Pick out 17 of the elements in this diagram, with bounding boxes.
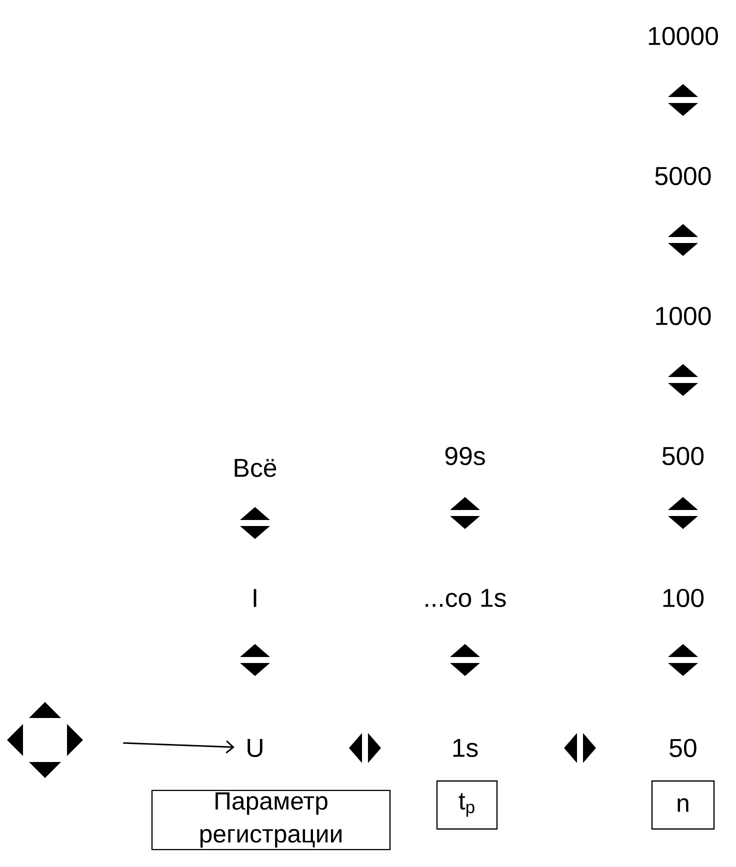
setting-value: U <box>248 738 262 758</box>
parameter-box: n <box>651 780 715 830</box>
navigation-buttons-drawing <box>7 702 83 778</box>
setting-value: Всё <box>234 458 276 478</box>
setting-value: 10000 <box>648 26 718 46</box>
setting-value: 100 <box>663 588 704 608</box>
setting-value: 1000 <box>656 306 711 326</box>
setting-value: I <box>254 589 256 607</box>
setting-value: ...co 1s <box>426 588 506 608</box>
setting-value: 50 <box>670 738 696 758</box>
parameter-box: t$_{p}$ <box>436 780 498 830</box>
parameter-box: Параметр регистрации <box>151 790 391 850</box>
setting-value: 5000 <box>655 166 711 186</box>
setting-value: 500 <box>662 446 704 466</box>
setting-value: 99s <box>445 446 485 466</box>
setting-value: 1s <box>453 738 478 758</box>
arrow <box>123 740 234 754</box>
